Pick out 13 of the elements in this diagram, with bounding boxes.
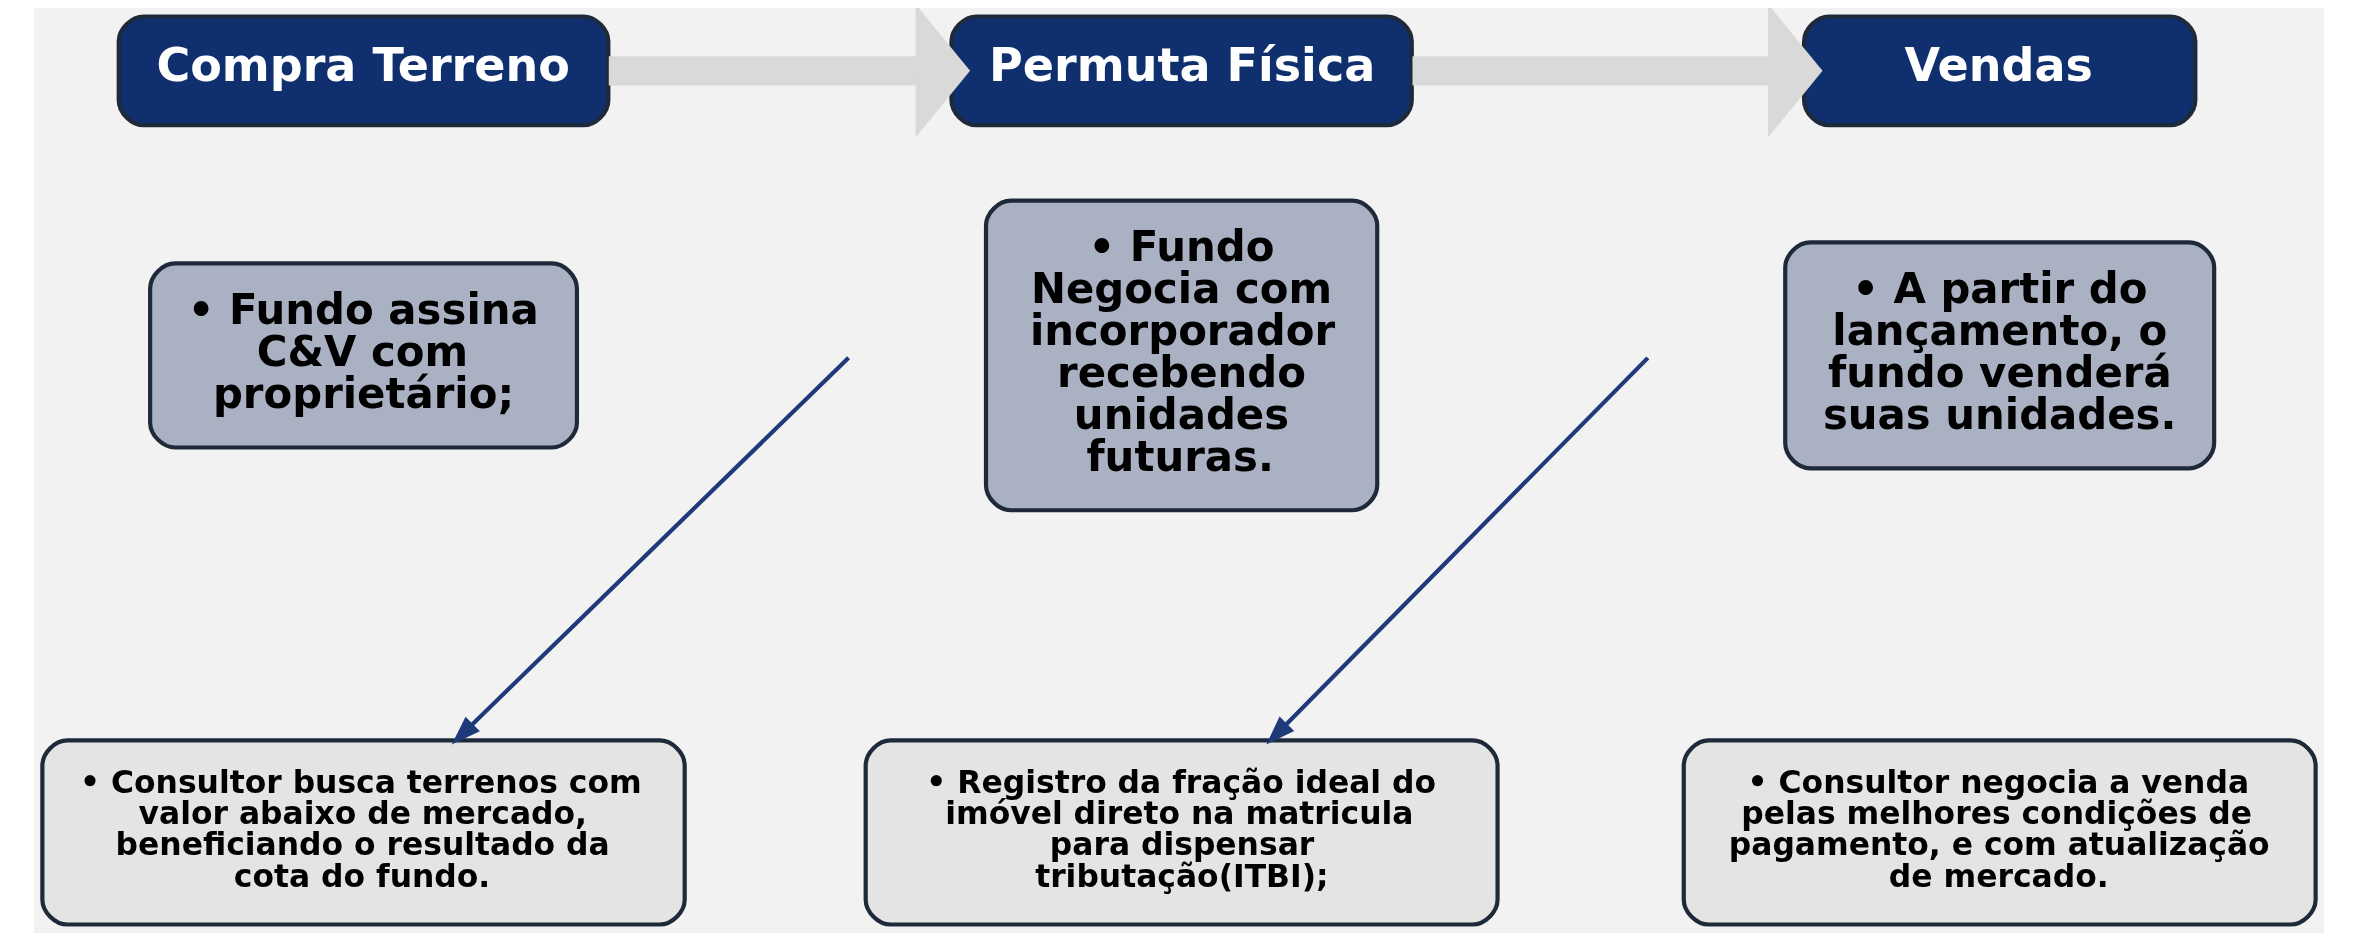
node-box: Vendas bbox=[1801, 14, 2197, 128]
node-box: • Fundo assina C&V com proprietário; bbox=[147, 261, 579, 450]
arrow bbox=[1265, 356, 1649, 745]
arrow bbox=[451, 356, 850, 745]
node-box: • Consultor busca terrenos com valor abaixo de mercado, beneficiando o resultado da cota do fundo. bbox=[39, 738, 687, 927]
node-box: Permuta Física bbox=[948, 14, 1414, 128]
arrow bbox=[1412, 8, 1822, 138]
node-box: • Consultor negocia a venda pelas melhores condições de pagamento, e com atualização de mercado. bbox=[1681, 738, 2318, 927]
node-box: • Registro da fração ideal do imóvel direto na matricula para dispensar tributação(ITBI); bbox=[863, 738, 1500, 927]
node-box: • Fundo Negocia com incorporador recebendo unidades futuras. bbox=[983, 198, 1379, 513]
node-box: Compra Terreno bbox=[116, 14, 610, 128]
arrow bbox=[608, 8, 970, 138]
node-box: • A partir do lançamento, o fundo venderá suas unidades. bbox=[1782, 240, 2216, 471]
